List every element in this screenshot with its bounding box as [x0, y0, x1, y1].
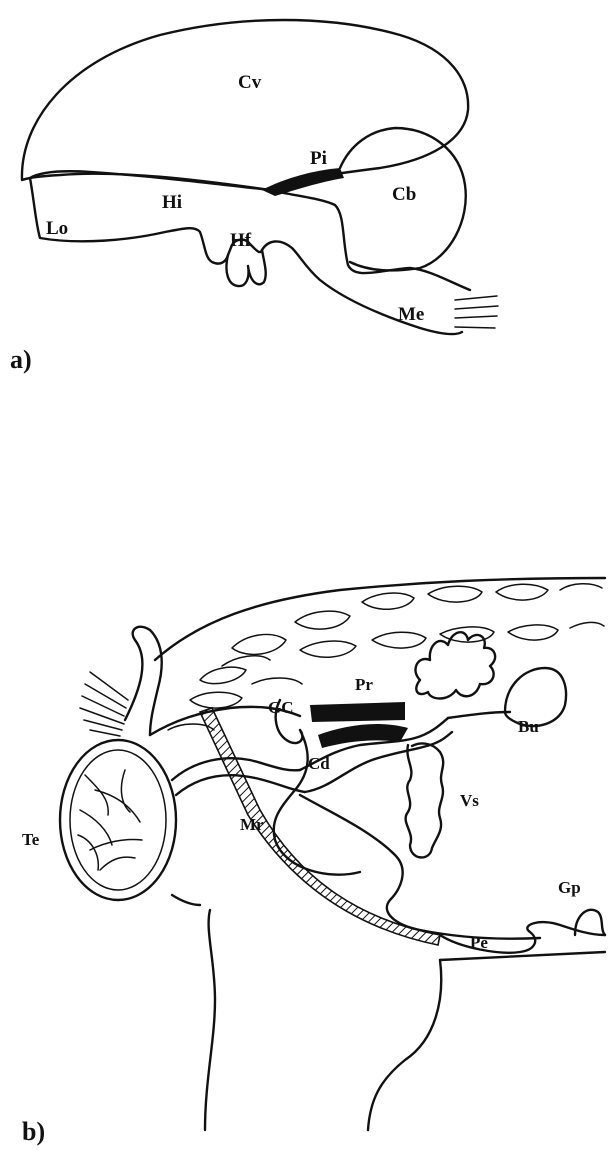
- label-lo: Lo: [46, 218, 68, 239]
- label-me: Me: [398, 304, 424, 325]
- label-gc: GC: [268, 698, 294, 717]
- label-pe: Pe: [470, 933, 488, 952]
- label-pi: Pi: [310, 148, 327, 169]
- caption-a: a): [10, 345, 32, 374]
- testis: [60, 740, 176, 900]
- leg-outline-left: [205, 910, 215, 1130]
- upper-convoluted-gland: [415, 632, 495, 698]
- label-mr: Mr: [240, 815, 264, 834]
- prostate-band: [310, 702, 405, 722]
- label-hi: Hi: [162, 192, 182, 213]
- label-pr: Pr: [355, 675, 373, 694]
- label-cd: Cd: [308, 754, 330, 773]
- caption-b: b): [22, 1117, 45, 1146]
- hypophysis: [226, 250, 265, 286]
- label-hf: Hf: [230, 230, 252, 251]
- label-vs: Vs: [460, 791, 479, 810]
- panel-b: Pr GC Bu Cd Vs Te Mr Gp Pe b): [22, 578, 605, 1146]
- label-gp: Gp: [558, 878, 581, 897]
- brainstem-outline: [270, 190, 470, 290]
- penile-urethra: [300, 795, 540, 939]
- pelvic-bone: [200, 708, 440, 945]
- label-bu: Bu: [518, 717, 539, 736]
- bulbourethral-duct: [448, 712, 510, 718]
- label-cv: Cv: [238, 72, 262, 93]
- label-te: Te: [22, 830, 40, 849]
- spine-outline: [155, 578, 605, 660]
- leg-outline-right: [368, 960, 441, 1130]
- cerebrum-outline: [22, 20, 468, 190]
- panel-a: Cv Pi Cb Hi Lo Hf Me a): [10, 20, 498, 374]
- medulla-strands: [455, 296, 498, 328]
- hair-strands: [80, 672, 128, 736]
- penis-outline: [440, 922, 605, 960]
- scrotum-outline: [172, 895, 200, 905]
- tail-outline: [125, 627, 162, 735]
- label-cb: Cb: [392, 184, 416, 205]
- vesicula-gland: [406, 744, 444, 858]
